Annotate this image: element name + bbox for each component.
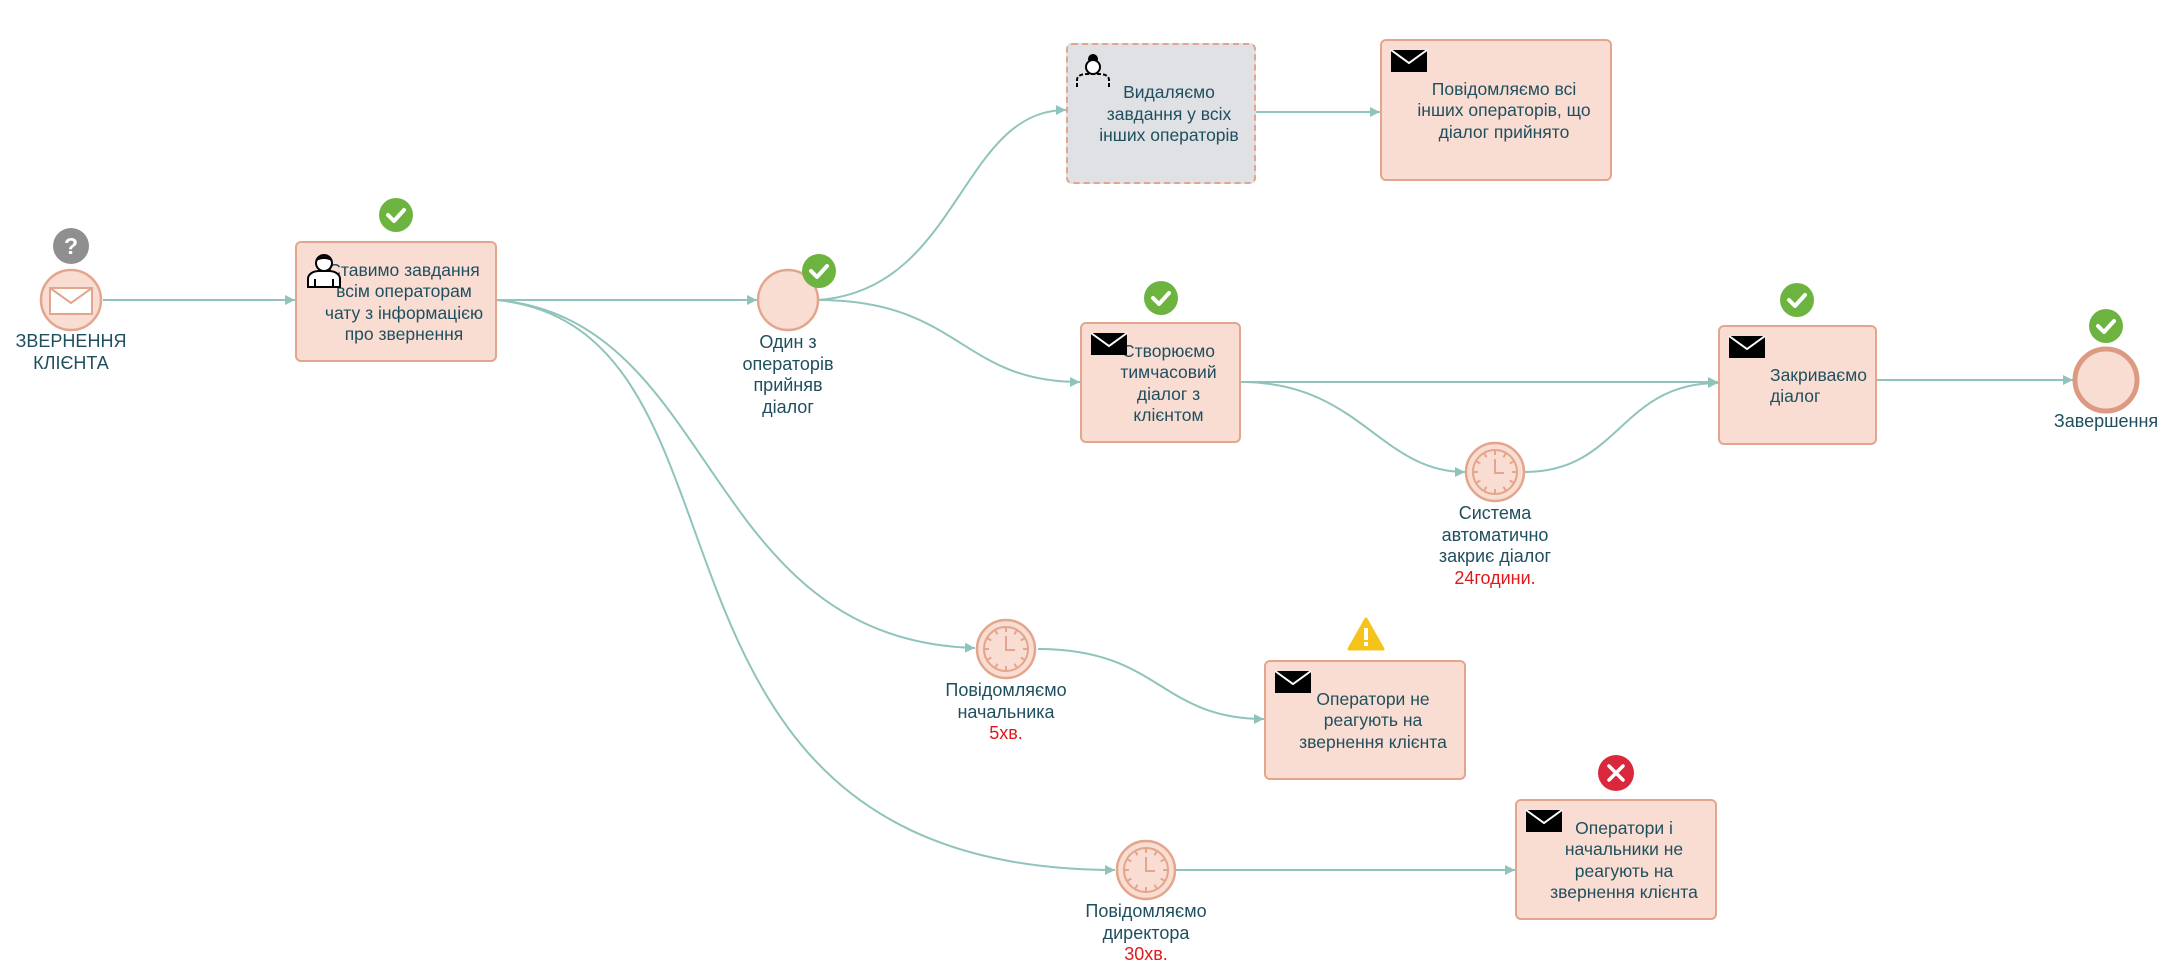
- start-event-label: ЗВЕРНЕННЯ КЛІЄНТА: [6, 331, 136, 374]
- task-label: Оператори не реагують на звернення клієн…: [1299, 688, 1447, 752]
- envelope-icon: [1274, 670, 1312, 702]
- envelope-icon: [1390, 49, 1428, 81]
- task-close-dialog[interactable]: Закриваємо діалог: [1718, 325, 1877, 445]
- warning-badge: [1347, 617, 1385, 651]
- accepted-event[interactable]: [756, 268, 820, 332]
- timer-auto-close-label: Система автоматично закриє діалог 24годи…: [1435, 503, 1555, 589]
- check-badge: [800, 252, 838, 290]
- timer-manager-label: Повідомляємо начальника 5хв.: [936, 680, 1076, 745]
- task-operators-no-response[interactable]: Оператори не реагують на звернення клієн…: [1264, 660, 1466, 780]
- event-label-text: Один з операторів прийняв діалог: [742, 332, 834, 417]
- end-event-label: Завершення: [2046, 411, 2166, 433]
- accepted-event-label: Один з операторів прийняв діалог: [733, 332, 843, 418]
- start-event[interactable]: [39, 268, 103, 332]
- envelope-icon: [49, 287, 93, 315]
- flow-gateway-to-remove-tasks: [817, 105, 1067, 301]
- flow-assign-to-timer-manager: [496, 299, 976, 653]
- task-create-dialog[interactable]: Створюємо тимчасовий діалог з клієнтом: [1080, 322, 1241, 443]
- timer-duration: 30хв.: [1124, 944, 1168, 964]
- check-badge: [1778, 281, 1816, 319]
- task-label: Повідомляємо всі інших операторів, що ді…: [1417, 78, 1591, 142]
- task-managers-no-response[interactable]: Оператори і начальники не реагують на зв…: [1515, 799, 1717, 920]
- timer-director-label: Повідомляємо директора 30хв.: [1076, 901, 1216, 966]
- check-badge: [1142, 279, 1180, 317]
- task-label: Створюємо тимчасовий діалог з клієнтом: [1120, 340, 1217, 426]
- event-label-text: Завершення: [2053, 411, 2159, 431]
- task-assign-operators[interactable]: Ставимо завдання всім операторам чату з …: [295, 241, 497, 362]
- envelope-icon: [1728, 335, 1766, 367]
- check-badge: [2087, 307, 2125, 345]
- sequence-flows: [103, 105, 2073, 875]
- flow-timer-manager-to-notify: [1037, 648, 1265, 724]
- envelope-icon: [1090, 332, 1128, 364]
- end-event[interactable]: [2072, 346, 2140, 414]
- timer-director[interactable]: [1115, 839, 1177, 901]
- envelope-icon: [1525, 809, 1563, 841]
- task-label: Оператори і начальники не реагують на зв…: [1550, 817, 1698, 903]
- timer-duration: 24години.: [1454, 567, 1536, 588]
- flow-timer-auto-to-close: [1524, 378, 1719, 473]
- timer-auto-close[interactable]: [1464, 441, 1526, 503]
- system-user-icon: [1074, 51, 1112, 95]
- timer-manager[interactable]: [975, 618, 1037, 680]
- timer-duration: 5хв.: [989, 723, 1023, 743]
- error-badge: [1598, 755, 1634, 791]
- event-label-text: ЗВЕРНЕННЯ КЛІЄНТА: [15, 331, 127, 373]
- event-label-text: Повідомляємо директора: [1085, 901, 1207, 943]
- event-label-text: Повідомляємо начальника: [945, 680, 1067, 722]
- task-label: Видаляємо завдання у всіх інших оператор…: [1099, 82, 1239, 146]
- flow-assign-to-timer-director: [496, 299, 1116, 875]
- event-label-text: Система автоматично закриє діалог: [1438, 503, 1552, 566]
- task-notify-others[interactable]: Повідомляємо всі інших операторів, що ді…: [1380, 39, 1612, 181]
- task-remove-tasks[interactable]: Видаляємо завдання у всіх інших оператор…: [1066, 43, 1256, 184]
- flow-create-to-timer-auto: [1240, 381, 1466, 477]
- svg-text:?: ?: [64, 233, 78, 259]
- user-icon: [305, 251, 343, 295]
- task-label: Закриваємо діалог: [1770, 364, 1867, 407]
- question-badge: ?: [53, 228, 89, 264]
- flow-gateway-to-create-dialog: [817, 299, 1081, 387]
- task-label: Ставимо завдання всім операторам чату з …: [324, 259, 484, 345]
- check-badge: [377, 196, 415, 234]
